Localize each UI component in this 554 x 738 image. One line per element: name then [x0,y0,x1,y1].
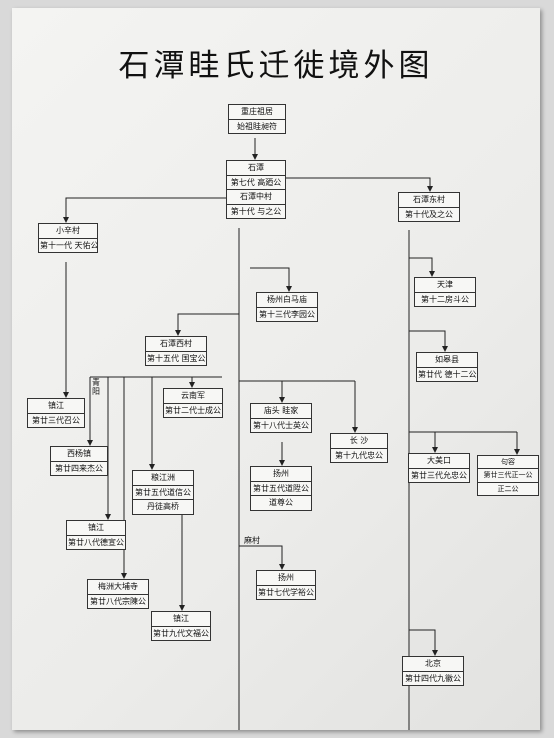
node-shitan-person2: 第十代 与之公 [227,203,285,219]
node-shitan-east-place: 石潭东村 [413,195,445,204]
node-origin-person: 始祖眭昶符 [229,118,285,134]
node-yangzhou-c-place: 扬州 [278,573,294,582]
node-yangzhou-c: 扬州 第廿七代学裕公 [256,570,316,601]
edge-tianjin [409,257,435,277]
label-macun: 麻村 [244,536,260,545]
node-yangzhou-baima-place: 杨州白马庙 [267,295,307,304]
node-yangzhou-b-person2: 道尊公 [251,495,311,510]
node-yangzhou-b: 扬州 第廿五代道陞公 道尊公 [250,466,312,511]
node-shitan-west-place: 石潭西村 [160,339,192,348]
node-xiaoxincun-person: 第十一代 天佑公 [39,237,97,253]
node-tianjin-person: 第十二房斗公 [415,291,475,307]
node-yangzhou-baima: 杨州白马庙 第十三代李园公 [256,292,318,323]
node-jurong-person: 第廿三代正一公 [478,468,538,481]
node-zhenjiang-1-person: 第廿三代召公 [28,412,84,428]
node-xiaoxincun: 小辛村 第十一代 天佑公 [38,223,98,254]
edge-yangzhou-c [239,545,285,570]
node-rugao: 如皋县 第廿代 德十二公 [416,352,478,383]
node-beijing-place: 北京 [425,659,441,668]
node-changsha: 长 沙 第十九代忠公 [330,433,388,464]
node-shitan-place: 石潭 [248,163,264,172]
node-miantou-place: 庙头 眭家 [263,406,299,415]
diagram-paper: 石潭眭氏迁徙境外图 [12,8,540,730]
node-shitan: 石潭 第七代 高廼公 石潭中村 第十代 与之公 [226,160,286,220]
node-xiyangzhen-person: 第廿四来杰公 [51,460,107,476]
node-meizhou: 梅洲大埔寺 第廿八代宗陳公 [87,579,149,610]
node-yangjiazhou-person: 第廿五代道信公 [133,484,193,500]
node-shitan-person: 第七代 高廼公 [227,174,285,190]
node-zhenjiang-1: 镇江 第廿三代召公 [27,398,85,429]
node-miantou: 庙头 眭家 第十八代士英公 [250,403,312,434]
node-yunnan: 云南军 第廿二代士成公 [163,388,223,419]
node-shitan-west-person: 第十五代 国宝公 [146,350,206,366]
node-miantou-person: 第十八代士英公 [251,417,311,433]
node-shitan-west: 石潭西村 第十五代 国宝公 [145,336,207,367]
edge-beijing [409,629,438,656]
node-origin: 重庄祖居 始祖眭昶符 [228,104,286,135]
node-zhenjiang-3: 镇江 第廿九代文福公 [151,611,211,642]
edge-shitan-west [175,313,239,336]
edge-yangzhou-baima [250,267,292,292]
node-xiyangzhen-place: 西杨镇 [67,449,91,458]
edge-shitan-xiaoxincun [63,197,226,223]
node-shitan-east: 石潭东村 第十代及之公 [398,192,460,223]
node-origin-place: 重庄祖居 [241,107,273,116]
node-rugao-place: 如皋县 [435,355,459,364]
node-xiyangzhen: 西杨镇 第廿四来杰公 [50,446,108,477]
node-beijing: 北京 第廿四代九徽公 [402,656,464,687]
node-rugao-person: 第廿代 德十二公 [417,366,477,382]
node-jurong: 句容 第廿三代正一公 正二公 [477,455,539,497]
node-zhenjiang-2: 镇江 第廿八代德宣公 [66,520,126,551]
node-tianjin-place: 天津 [437,280,453,289]
node-shitan-east-person: 第十代及之公 [399,206,459,222]
node-zhenjiang-3-person: 第廿九代文福公 [152,625,210,641]
node-yangzhou-b-person: 第廿五代道陞公 [251,480,311,496]
node-zhenjiang-2-place: 镇江 [88,523,104,532]
node-zhenjiang-1-place: 镇江 [48,401,64,410]
node-yangjiazhou-village: 丹徒高桥 [133,499,193,514]
node-changsha-person: 第十九代忠公 [331,447,387,463]
node-meizhou-person: 第廿八代宗陳公 [88,593,148,609]
node-yangzhou-baima-person: 第十三代李园公 [257,306,317,322]
node-meizhou-place: 梅洲大埔寺 [98,582,138,591]
node-yangzhou-b-place: 扬州 [273,469,289,478]
label-qingyang: 青阳 [92,378,100,397]
node-dameikou-place: 大美口 [427,456,451,465]
node-jurong-place: 句容 [501,458,515,466]
node-yunnan-place: 云南军 [181,391,205,400]
node-tianjin: 天津 第十二房斗公 [414,277,476,308]
node-xiaoxincun-place: 小辛村 [56,226,80,235]
node-yangzhou-c-person: 第廿七代学裕公 [257,584,315,600]
page-title: 石潭眭氏迁徙境外图 [118,48,434,84]
node-zhenjiang-3-place: 镇江 [173,614,189,623]
node-yunnan-person: 第廿二代士成公 [164,402,222,418]
edge-rugao [409,330,448,352]
node-changsha-place: 长 沙 [349,436,369,445]
node-dameikou-person: 第廿三代允忠公 [409,467,469,483]
node-dameikou: 大美口 第廿三代允忠公 [408,453,470,484]
node-shitan-village: 石潭中村 [227,189,285,204]
node-yangjiazhou: 粮江洲 第廿五代道信公 丹徒高桥 [132,470,194,515]
node-yangjiazhou-place: 粮江洲 [151,473,175,482]
node-jurong-person2: 正二公 [478,481,538,495]
edge-shitan-east [286,177,433,192]
node-beijing-person: 第廿四代九徽公 [403,670,463,686]
node-zhenjiang-2-person: 第廿八代德宣公 [67,534,125,550]
